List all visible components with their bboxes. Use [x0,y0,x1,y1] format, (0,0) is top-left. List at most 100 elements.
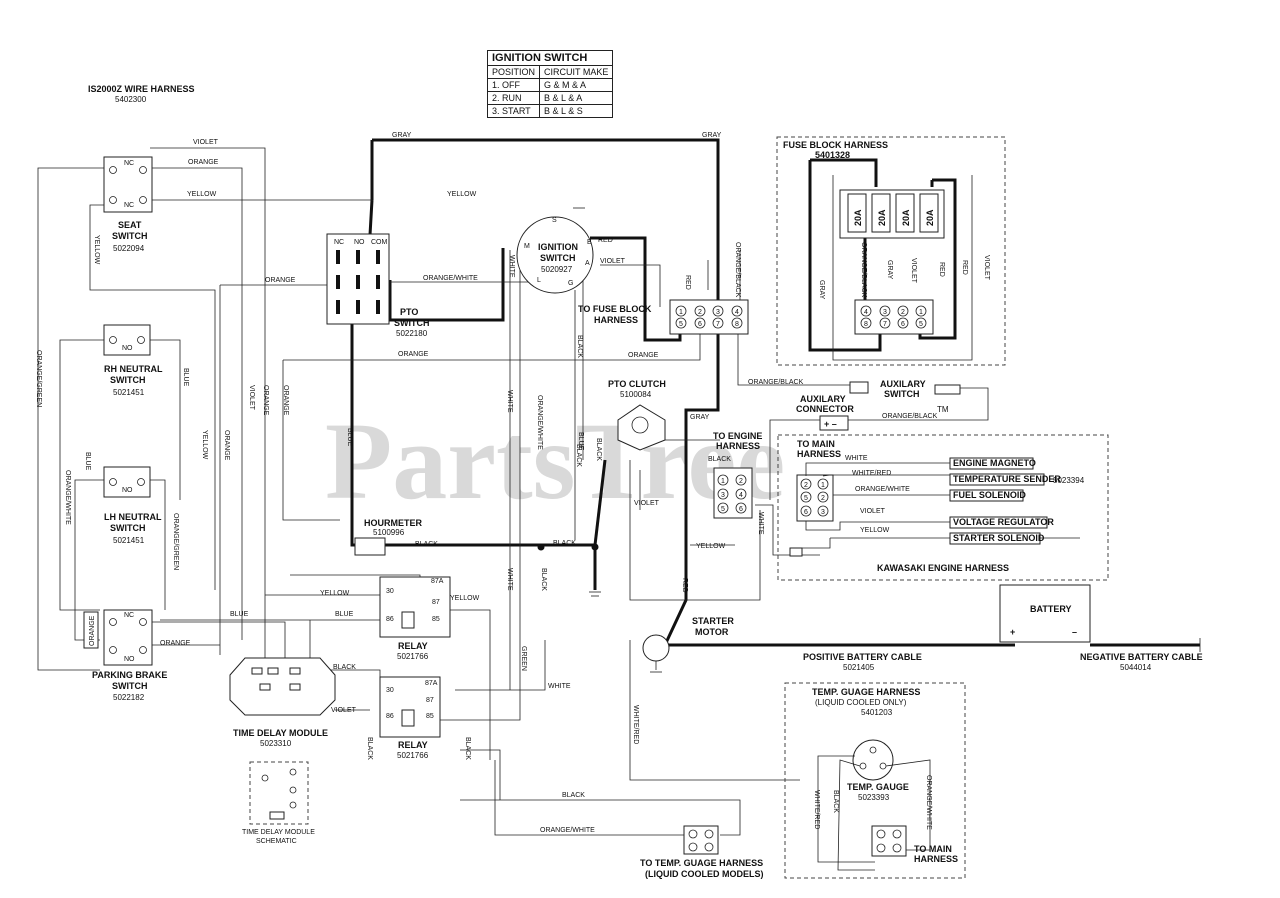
svg-text:WHITE: WHITE [506,568,513,591]
svg-text:30: 30 [386,588,394,595]
svg-text:ORANGE/GREEN: ORANGE/GREEN [172,513,179,570]
svg-text:5: 5 [804,495,808,502]
svg-text:1: 1 [721,478,725,485]
svg-text:5: 5 [721,506,725,513]
table-header: POSITION [486,65,541,79]
svg-text:BLACK: BLACK [464,737,471,760]
seat-switch-part: 5022094 [113,244,145,253]
svg-text:NEGATIVE BATTERY CABLE: NEGATIVE BATTERY CABLE [1080,652,1203,662]
svg-text:ORANGE: ORANGE [89,615,96,646]
svg-text:WHITE: WHITE [757,512,764,535]
table-header: CIRCUIT MAKE [539,65,614,79]
relay-2: 30 87A 87 86 85 RELAY 5021766 [379,676,441,760]
svg-text:5022182: 5022182 [113,693,145,702]
svg-text:VIOLET: VIOLET [910,258,917,284]
svg-text:86: 86 [386,713,394,720]
ignition-switch-table: IGNITION SWITCH POSITION CIRCUIT MAKE 1.… [486,50,614,118]
svg-text:WHITE: WHITE [506,390,513,413]
svg-text:5100084: 5100084 [620,390,652,399]
svg-text:2: 2 [821,495,825,502]
svg-text:87: 87 [426,697,434,704]
svg-text:RELAY: RELAY [398,740,428,750]
svg-text:5022180: 5022180 [396,329,428,338]
svg-text:RELAY: RELAY [398,641,428,651]
svg-text:RED: RED [961,260,968,275]
svg-text:HOURMETER: HOURMETER [364,518,422,528]
svg-text:NC: NC [124,202,134,209]
svg-text:TEMP. GAUGE: TEMP. GAUGE [847,782,909,792]
svg-text:YELLOW: YELLOW [447,191,477,198]
svg-text:BLUE: BLUE [230,611,249,618]
svg-text:BLACK: BLACK [576,335,583,358]
svg-text:YELLOW: YELLOW [201,430,208,460]
svg-text:8: 8 [735,321,739,328]
svg-text:NC: NC [124,612,134,619]
svg-text:G: G [568,280,573,287]
svg-text:ORANGE: ORANGE [265,277,296,284]
svg-text:87A: 87A [425,680,438,687]
svg-text:ORANGE: ORANGE [262,385,269,416]
svg-text:5401328: 5401328 [815,150,850,160]
svg-text:2: 2 [739,478,743,485]
svg-text:RED: RED [684,275,691,290]
svg-text:BLACK: BLACK [832,790,839,813]
svg-text:BLACK: BLACK [708,456,731,463]
svg-text:NO: NO [122,345,133,352]
svg-text:6: 6 [901,321,905,328]
svg-text:WHITE/RED: WHITE/RED [852,470,891,477]
svg-text:WHITE: WHITE [845,455,868,462]
svg-text:6: 6 [739,506,743,513]
svg-text:(LIQUID COOLED ONLY): (LIQUID COOLED ONLY) [815,698,907,707]
svg-text:GREEN: GREEN [520,646,527,671]
svg-text:BLACK: BLACK [595,438,602,461]
thin-wires [37,147,1201,836]
svg-text:WHITE/RED: WHITE/RED [813,790,820,829]
svg-text:NC: NC [124,160,134,167]
svg-text:ORANGE/WHITE: ORANGE/WHITE [855,486,910,493]
svg-text:BATTERY: BATTERY [1030,604,1072,614]
svg-text:VIOLET: VIOLET [860,508,886,515]
svg-text:RED: RED [938,262,945,277]
svg-text:ORANGE: ORANGE [398,351,429,358]
svg-text:BLACK: BLACK [540,568,547,591]
to-temp-gauge-connector: TO TEMP. GUAGE HARNESS(LIQUID COOLED MOD… [640,825,764,879]
svg-text:4: 4 [864,309,868,316]
watermark: PartsTree [325,400,785,522]
svg-text:+: + [1010,627,1015,637]
svg-text:5021451: 5021451 [113,388,145,397]
svg-text:COM: COM [371,239,388,246]
svg-text:BLUE: BLUE [346,428,353,447]
svg-text:3: 3 [883,309,887,316]
svg-text:ORANGE/WHITE: ORANGE/WHITE [536,395,543,450]
svg-text:BLACK: BLACK [562,792,585,799]
svg-text:87: 87 [432,599,440,606]
watermark-tm: TM [937,405,949,414]
svg-text:ORANGE: ORANGE [223,430,230,461]
svg-text:ORANGE: ORANGE [160,640,191,647]
svg-text:–: – [1072,627,1077,637]
svg-text:5023393: 5023393 [858,793,890,802]
svg-text:NO: NO [122,487,133,494]
svg-text:B: B [587,239,592,246]
hourmeter: HOURMETER 5100996 [354,518,601,597]
fuse-block-harness: FUSE BLOCK HARNESS 5401328 20A 20A 20A 2… [776,136,1006,366]
svg-text:20A: 20A [877,209,887,226]
svg-text:YELLOW: YELLOW [450,595,480,602]
svg-text:VIOLET: VIOLET [193,139,219,146]
svg-text:5021405: 5021405 [843,663,875,672]
svg-text:NO: NO [124,656,135,663]
svg-text:3: 3 [721,492,725,499]
svg-text:BLUE: BLUE [335,611,354,618]
